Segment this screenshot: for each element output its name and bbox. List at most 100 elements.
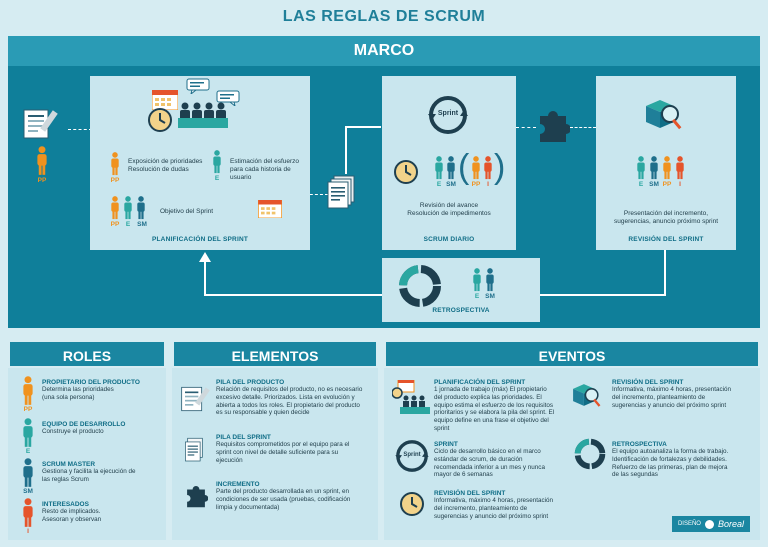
plan-role-pp: PP (110, 177, 120, 184)
person-e-icon (434, 156, 444, 180)
person-e-icon (212, 150, 222, 174)
eventos-heading: EVENTOS (384, 340, 760, 368)
revision-role-pp: PP (662, 181, 672, 188)
person-sm-icon (136, 196, 146, 220)
evento-desc: El equipo autoanaliza la forma de trabaj… (612, 448, 729, 479)
role-tag-pp: PP (23, 406, 33, 413)
person-e-icon (123, 196, 133, 220)
scrum-diario-box: Sprint ( ) E SM PP I Revisión del avance… (382, 76, 516, 250)
plan-note-objetivo: Objetivo del Sprint (160, 208, 214, 215)
person-pp-icon (662, 156, 672, 180)
puzzle-icon (187, 486, 208, 508)
elemento-title: PILA DEL SPRINT (216, 434, 271, 441)
person-pp-icon (110, 196, 120, 220)
role-tag-e: E (25, 448, 31, 455)
evento-title: SPRINT (434, 441, 458, 448)
plan-role-e: E (214, 175, 220, 182)
retro-cycle-icon (574, 438, 606, 470)
arrow-to-increment (516, 127, 536, 128)
role-title: SCRUM MASTER (42, 461, 96, 468)
person-e-icon (636, 156, 646, 180)
sprint-backlog-icon (185, 437, 203, 462)
elemento-desc: Requisitos comprometidos por el equipo p… (216, 441, 350, 464)
puzzle-icon (540, 111, 570, 142)
person-pp-icon (471, 156, 481, 180)
sprint-word: Sprint (403, 452, 421, 458)
role-desc: Construye el producto (42, 428, 104, 435)
loop-line (204, 260, 206, 296)
diario-role-pp: PP (471, 181, 481, 188)
role-tag-sm: SM (23, 488, 33, 495)
plan-role-sm: SM (137, 221, 147, 228)
retro-cycle-icon (399, 265, 441, 307)
evento-title: PLANIFICACIÓN DEL SPRINT (434, 379, 526, 386)
plan-role-pp2: PP (110, 221, 120, 228)
revision-box: E SM PP I Presentación del incremento, s… (596, 76, 736, 250)
clock-icon (394, 160, 418, 184)
inspect-box-icon (573, 384, 601, 407)
speech-bubble-icon (186, 78, 210, 94)
person-e-icon (22, 418, 34, 448)
arrow-to-planning (68, 129, 92, 130)
marco-heading: MARCO (8, 36, 760, 66)
paren-close: ) (494, 148, 506, 186)
calendar-icon (258, 200, 282, 218)
diario-role-i: I (487, 181, 489, 188)
meeting-team-icon (178, 102, 228, 128)
retrospectiva-box: E SM RETROSPECTIVA (382, 258, 540, 322)
evento-title: RETROSPECTIVA (612, 441, 667, 448)
person-sm-icon (649, 156, 659, 180)
evento-title: REVISIÓN DEL SPRINT (434, 490, 506, 497)
person-i-icon (483, 156, 493, 180)
elemento-title: INCREMENTO (216, 481, 260, 488)
person-sm-icon (446, 156, 456, 180)
arrow-up-icon (199, 252, 211, 262)
elemento-title: PILA DEL PRODUCTO (216, 379, 285, 386)
clock-icon (148, 108, 172, 132)
inspect-box-icon (646, 100, 682, 130)
person-pp-icon (36, 146, 48, 176)
loop-line (540, 294, 666, 296)
footer: DISEÑO Boreal (671, 516, 750, 532)
eventos-panel: EVENTOS PLANIFICACIÓN DEL SPRINT 1 jorna… (384, 340, 760, 540)
plan-note-estimacion: Estimación del esfuerzo para cada histor… (230, 158, 300, 181)
evento-desc: Informativa, máximo 4 horas, presentació… (434, 497, 553, 520)
person-e-icon (472, 268, 482, 292)
evento-desc: Informativa, máximo 4 horas, presentació… (612, 386, 731, 409)
revision-role-i: I (679, 181, 681, 188)
role-desc: Gestiona y facilita la ejecución de las … (42, 468, 136, 483)
elemento-desc: Relación de requisitos del producto, no … (216, 386, 363, 417)
diario-note: Revisión del avance Resolución de impedi… (407, 202, 491, 217)
revision-note: Presentación del incremento, sugerencias… (613, 210, 719, 225)
planning-meeting-icon (392, 380, 430, 414)
calendar-icon (152, 90, 178, 110)
role-title: EQUIPO DE DESARROLLO (42, 421, 126, 428)
elementos-panel: ELEMENTOS PILA DEL PRODUCTO Relación de … (172, 340, 378, 540)
clock-icon (400, 492, 424, 516)
sprint-cycle-icon (395, 440, 429, 472)
speech-bubble-icon (216, 90, 240, 106)
revision-role-sm: SM (649, 181, 659, 188)
diario-label: SCRUM DIARIO (423, 236, 475, 243)
connector-line (345, 126, 381, 128)
sprint-word: Sprint (437, 110, 459, 117)
retro-role-sm: SM (485, 293, 495, 300)
person-sm-icon (485, 268, 495, 292)
revision-role-e: E (638, 181, 644, 188)
diario-role-e: E (436, 181, 442, 188)
footer-diseno: DISEÑO (677, 521, 701, 527)
person-i-icon (22, 498, 34, 528)
planificacion-box: PP Exposición de prioridades Resolución … (90, 76, 310, 250)
role-desc: Determina las prioridades (una sola pers… (42, 386, 114, 401)
person-pp-icon (22, 376, 34, 406)
loop-line (664, 250, 666, 296)
retro-label: RETROSPECTIVA (432, 307, 490, 314)
roles-panel: ROLES PP PROPIETARIO DEL PRODUCTO Determ… (8, 340, 166, 540)
evento-desc: Ciclo de desarrollo básico en el marco e… (434, 448, 545, 479)
plan-role-e2: E (125, 221, 131, 228)
evento-desc: 1 jornada de trabajo (máx) El propietari… (434, 386, 555, 432)
role-title: INTERESADOS (42, 501, 89, 508)
person-sm-icon (22, 458, 34, 488)
footer-brand: Boreal (717, 519, 744, 529)
plan-note-prioridades: Exposición de prioridades Resolución de … (128, 158, 203, 173)
